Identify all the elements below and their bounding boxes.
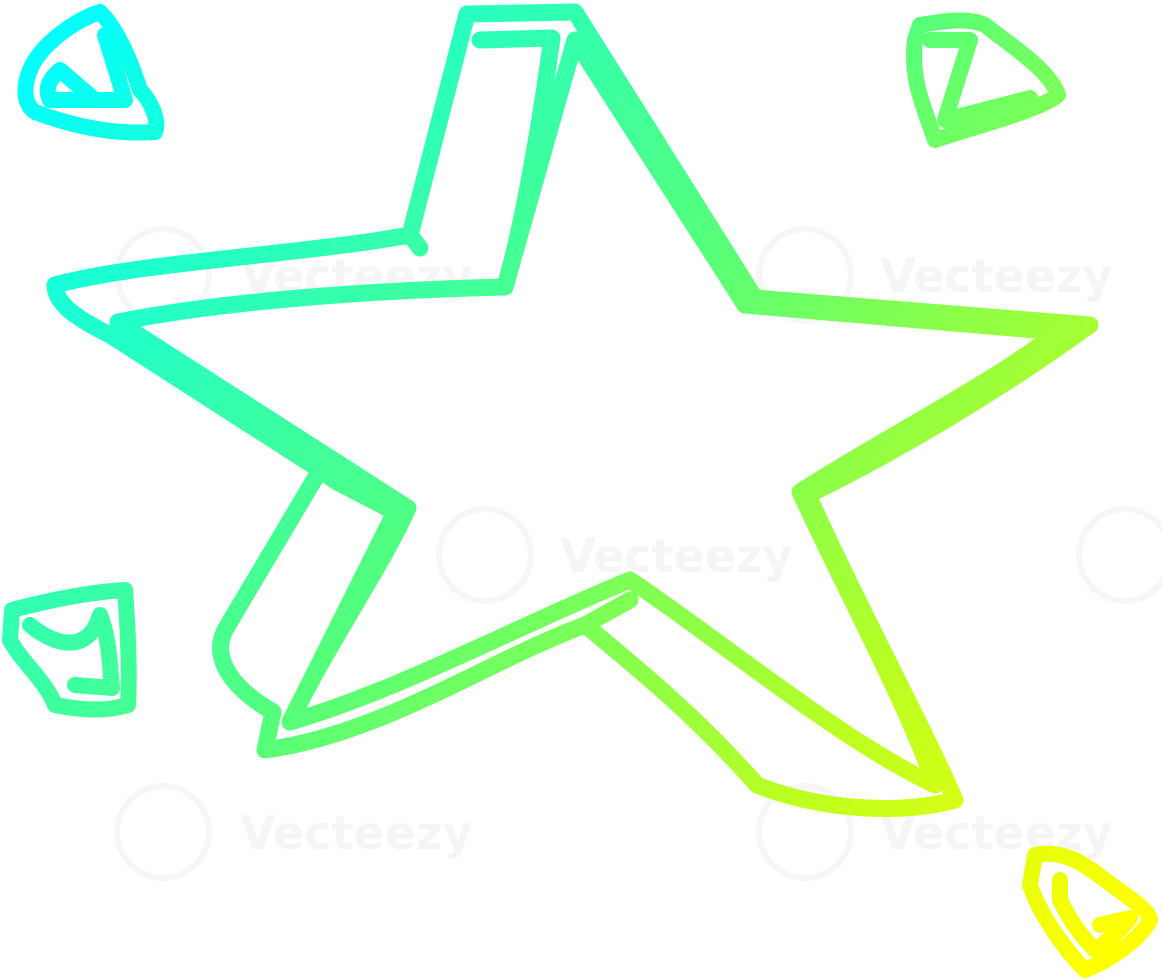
star-bevel-left [401, 226, 429, 257]
star-bevel-bottom-right [576, 591, 639, 634]
star-bevel-bottom-left [281, 461, 404, 731]
watermark-text: Vecteezy [560, 529, 793, 583]
sparkle-group [2, 4, 1158, 978]
star-bevel-top [471, 29, 561, 296]
watermark-text: Vecteezy [880, 249, 1113, 303]
sparkle-bottom-right [1022, 845, 1158, 978]
sparkle-top-left [17, 4, 165, 141]
watermark [1079, 509, 1162, 601]
star-inner-face [109, 31, 1067, 794]
star-outline [46, 3, 1099, 817]
watermark: Vecteezy [117, 786, 473, 878]
watermark-text: Vecteezy [240, 806, 473, 860]
sparkle-top-right [906, 12, 1066, 148]
sparkle-bottom-left [2, 582, 137, 718]
